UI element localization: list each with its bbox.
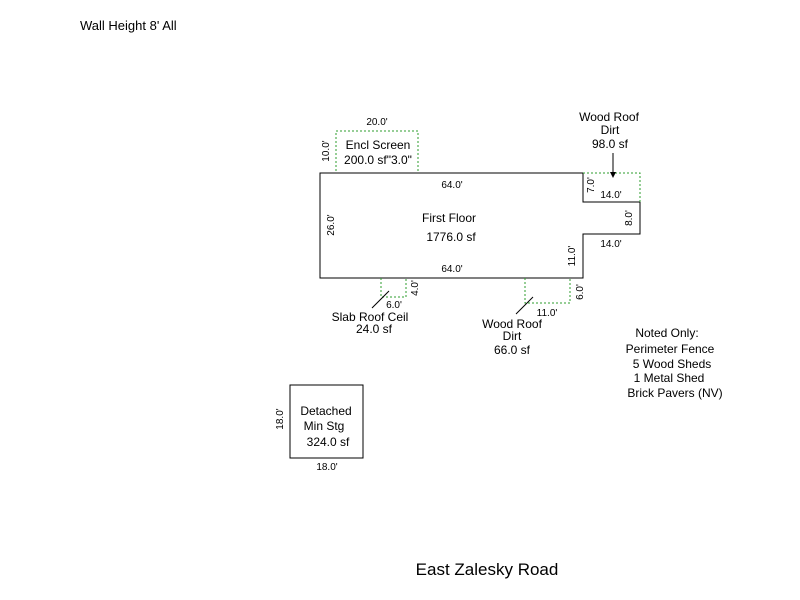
wood-roof-bottom-outline [524,278,571,304]
wood-roof-bottom-line2: Dirt [503,329,522,343]
notch-side-dim: 8.0' [624,210,635,226]
notes-item: Brick Pavers (NV) [627,386,722,400]
detached-line1: Detached [300,404,351,418]
notch-top-dim: 14.0' [600,190,621,201]
wood-roof-top-depth-dim: 7.0' [586,177,597,193]
encl-screen-area: 200.0 sf"3.0" [344,153,412,167]
right-lower-dim: 11.0' [567,246,578,267]
first-floor-top-dim: 64.0' [441,180,462,191]
road-name: East Zalesky Road [416,560,559,579]
notes-item: 1 Metal Shed [634,371,705,385]
notes-title: Noted Only: [635,326,698,340]
wood-roof-top-line1: Wood Roof [579,110,639,124]
detached-depth-dim: 18.0' [275,408,286,429]
detached-line2: Min Stg [304,419,345,433]
slab-roof-depth-dim: 4.0' [410,280,421,296]
first-floor-bottom-dim: 64.0' [441,264,462,275]
first-floor-area: 1776.0 sf [426,230,476,244]
detached-storage-outline [289,384,364,459]
encl-screen-width-dim: 20.0' [366,117,387,128]
first-floor-left-dim: 26.0' [326,214,337,235]
notes-item: 5 Wood Sheds [633,357,712,371]
detached-area: 324.0 sf [307,435,350,449]
wood-roof-bottom-leader [515,296,534,315]
wood-roof-bottom-width-dim: 11.0' [537,308,558,319]
detached-width-dim: 18.0' [316,462,337,473]
encl-screen-name: Encl Screen [346,138,411,152]
wood-roof-top-area: 98.0 sf [592,137,629,151]
slab-roof-area: 24.0 sf [356,322,393,336]
notes-item: Perimeter Fence [626,342,715,356]
slab-roof-name: Slab Roof Ceil [332,310,409,324]
wood-roof-bottom-depth-dim: 6.0' [575,284,586,300]
slab-roof-outline [380,278,407,298]
encl-screen-depth-dim: 10.0' [321,140,332,161]
first-floor-outline [319,172,641,279]
wood-roof-top-arrow [610,172,616,178]
wood-roof-top-line2: Dirt [601,123,620,137]
wall-height-label: Wall Height 8' All [80,18,177,33]
notch-bottom-dim: 14.0' [600,239,621,250]
wood-roof-bottom-line1: Wood Roof [482,317,542,331]
slab-roof-width-dim: 6.0' [386,300,402,311]
wood-roof-bottom-area: 66.0 sf [494,343,531,357]
first-floor-name: First Floor [422,211,476,225]
wood-roof-top-outline [583,172,641,202]
slab-roof-leader [371,290,390,309]
